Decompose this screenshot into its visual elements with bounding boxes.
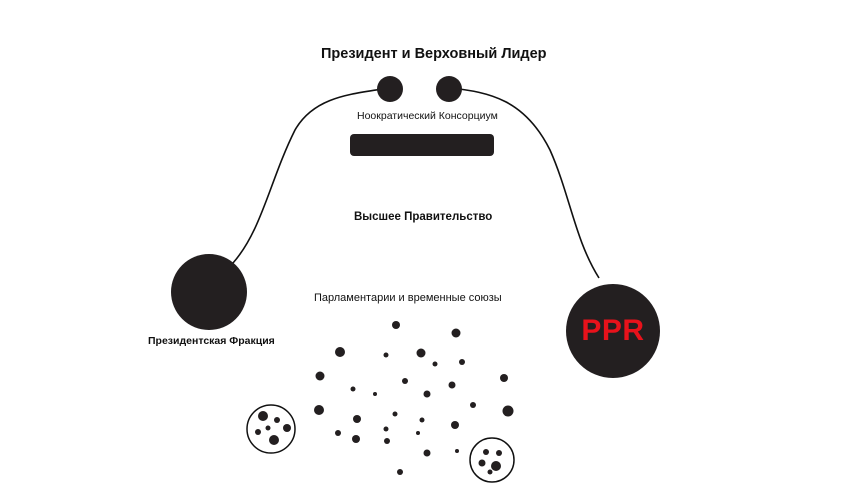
parliament-label: Парламентарии и временные союзы xyxy=(314,292,502,304)
parliamentarian-dots xyxy=(314,321,514,475)
ppr-node xyxy=(566,284,660,378)
presidential-faction-node xyxy=(171,254,247,330)
consortium-label: Ноократический Консорциум xyxy=(357,110,498,122)
ppr-label: PPR xyxy=(581,314,645,347)
leader-title: Президент и Верховный Лидер xyxy=(321,46,547,62)
coalition-cluster-left xyxy=(246,404,296,454)
presidential-faction-label: Президентская Фракция xyxy=(148,335,275,347)
coalition-cluster-right xyxy=(469,437,515,483)
right-connector-line xyxy=(449,87,600,279)
leader-node-left xyxy=(377,76,403,102)
leader-node-right xyxy=(436,76,462,102)
consortium-bar xyxy=(350,134,494,156)
left-connector-line xyxy=(232,87,389,264)
government-label: Высшее Правительство xyxy=(354,211,493,223)
